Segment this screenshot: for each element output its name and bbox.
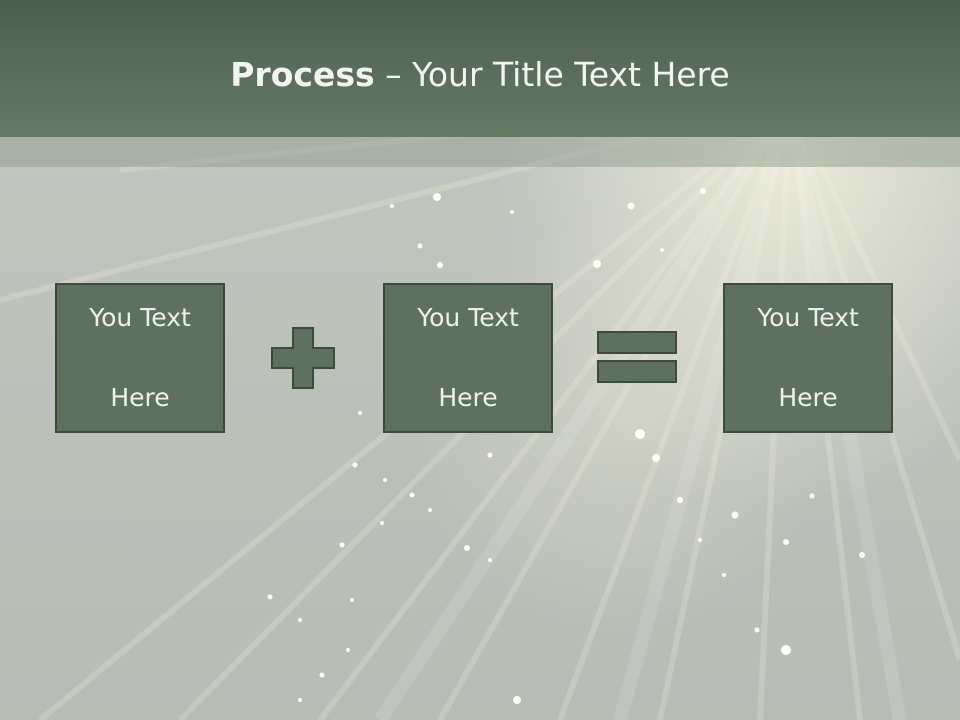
equals-icon (597, 331, 677, 383)
slide-title: Process – Your Title Text Here (0, 52, 960, 98)
title-sub-band (0, 137, 960, 167)
process-box-2-line2: Here (438, 383, 498, 412)
slide-title-rest: – Your Title Text Here (374, 55, 730, 94)
title-bar (0, 0, 960, 137)
process-box-3-line1: You Text (757, 303, 859, 332)
process-box-1-line2: Here (110, 383, 170, 412)
slide-title-bold: Process (230, 55, 375, 94)
process-box-3-line2: Here (778, 383, 838, 412)
process-box-2-line1: You Text (417, 303, 519, 332)
plus-icon (271, 327, 335, 389)
process-box-1-line1: You Text (89, 303, 191, 332)
